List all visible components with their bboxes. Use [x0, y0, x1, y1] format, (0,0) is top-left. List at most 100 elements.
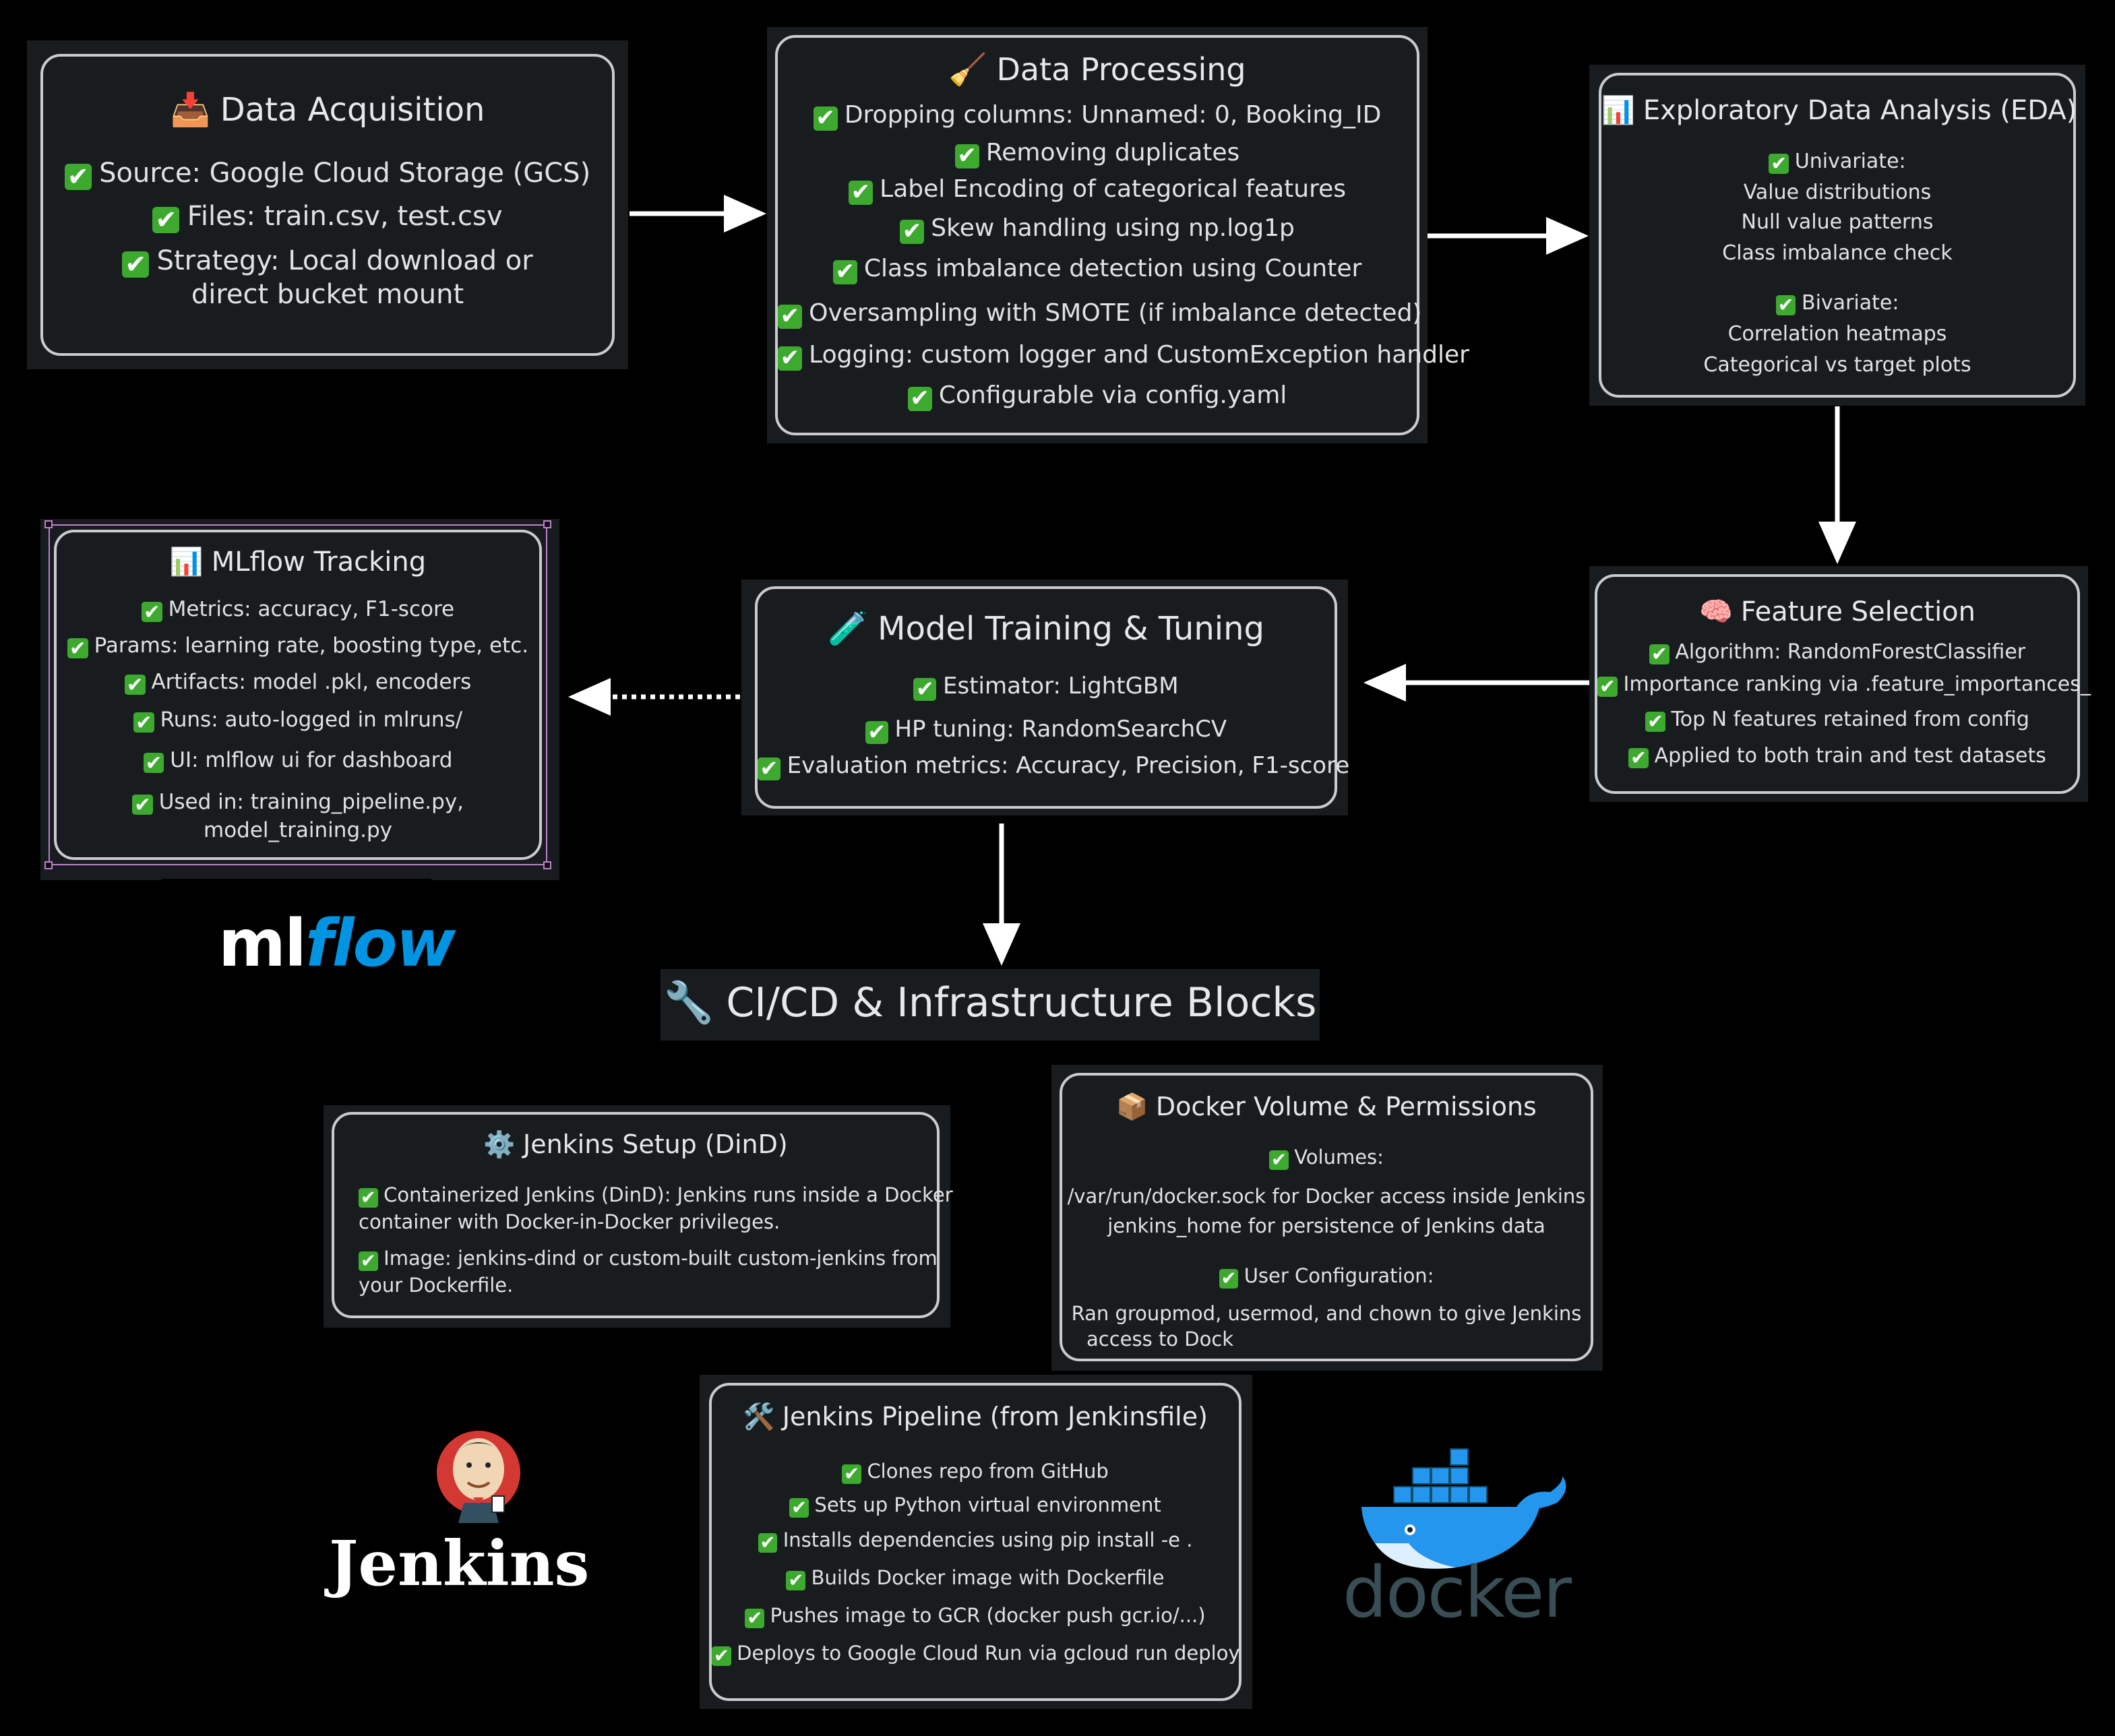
docker-logo-text: docker: [1343, 1551, 1572, 1634]
check-icon: [778, 346, 802, 371]
resize-handle[interactable]: [44, 520, 53, 528]
list-item: Artifacts: model .pkl, encoders: [57, 670, 539, 695]
check-icon: [143, 752, 164, 774]
list-item: Algorithm: RandomForestClassifier: [1597, 640, 2077, 665]
list-item: UI: mlflow ui for dashboard: [57, 748, 539, 774]
model-training-node: 🧪Model Training & Tuning Estimator: Ligh…: [741, 580, 1349, 815]
broom-icon: 🧹: [948, 51, 987, 88]
list-item: Evaluation metrics: Accuracy, Precision,…: [758, 752, 1349, 780]
check-icon: [1269, 1150, 1289, 1171]
jenkins-setup-title: Jenkins Setup (DinD): [523, 1129, 788, 1159]
list-subitem: Class imbalance check: [1722, 241, 1953, 265]
list-item: Files: train.csv, test.csv: [43, 201, 612, 234]
check-icon: [842, 1464, 862, 1485]
list-item: Deploys to Google Cloud Run via gcloud r…: [712, 1642, 1240, 1667]
jenkins-setup-node: ⚙️Jenkins Setup (DinD) Containerized Jen…: [324, 1105, 953, 1328]
check-icon: [1628, 748, 1649, 769]
docker-volume-title: Docker Volume & Permissions: [1155, 1092, 1537, 1121]
check-icon: [1775, 295, 1796, 316]
check-icon: [758, 1533, 778, 1553]
check-icon: [124, 674, 146, 695]
check-icon: [359, 1251, 378, 1272]
check-icon: [131, 794, 153, 815]
list-item-continuation: direct bucket mount: [191, 279, 464, 310]
list-item: Skew handling using np.log1p: [778, 214, 1417, 244]
list-item: Clones repo from GitHub: [712, 1460, 1239, 1485]
check-icon: [778, 305, 802, 329]
docker-logo: docker: [1341, 1442, 1584, 1644]
list-item: Strategy: Local download or: [43, 245, 612, 278]
list-item: Label Encoding of categorical features: [778, 175, 1417, 205]
check-icon: [1649, 644, 1669, 665]
check-icon: [786, 1571, 806, 1591]
selection-outline: [49, 524, 547, 865]
check-icon: [122, 251, 150, 278]
list-item: Class imbalance detection using Counter: [778, 255, 1417, 284]
list-item: Volumes:: [1062, 1146, 1591, 1171]
check-icon: [67, 638, 88, 659]
resize-handle[interactable]: [44, 861, 53, 869]
docker-whale-icon: [1361, 1448, 1566, 1569]
check-icon: [359, 1188, 378, 1208]
list-item: Image: jenkins-dind or custom-built cust…: [359, 1247, 938, 1272]
data-processing-title: Data Processing: [996, 51, 1246, 88]
brain-icon: 🧠: [1698, 596, 1733, 627]
list-item: Used in: training_pipeline.py,: [57, 790, 539, 815]
check-icon: [712, 1646, 731, 1667]
package-icon: 📦: [1116, 1092, 1148, 1121]
list-item: Installs dependencies using pip install …: [712, 1528, 1239, 1553]
data-acquisition-node: 📥Data Acquisition Source: Google Cloud S…: [27, 40, 628, 369]
list-item: Removing duplicates: [778, 139, 1417, 168]
list-item-continuation: container with Docker-in-Docker privileg…: [359, 1210, 780, 1233]
check-icon: [813, 106, 838, 131]
resize-handle[interactable]: [543, 520, 551, 528]
list-subitem: access to Dock: [1086, 1328, 1234, 1351]
docker-volume-node: 📦Docker Volume & Permissions Volumes: /v…: [1051, 1065, 1603, 1371]
bar-chart-icon: 📊: [1601, 95, 1635, 126]
check-icon: [1219, 1269, 1239, 1289]
inbox-tray-icon: 📥: [170, 91, 211, 129]
list-subitem: Correlation heatmaps: [1727, 322, 1947, 346]
eda-title: Exploratory Data Analysis (EDA): [1643, 95, 2077, 126]
feature-selection-title: Feature Selection: [1740, 596, 1975, 627]
bar-chart-icon: 📊: [169, 547, 204, 578]
list-item: Oversampling with SMOTE (if imbalance de…: [778, 299, 1421, 329]
list-item: Dropping columns: Unnamed: 0, Booking_ID: [778, 101, 1417, 131]
list-item: Pushes image to GCR (docker push gcr.io/…: [712, 1604, 1239, 1629]
jenkins-mascot-icon: [437, 1431, 520, 1523]
check-icon: [913, 677, 937, 701]
check-icon: [789, 1498, 809, 1518]
list-item: Applied to both train and test datasets: [1597, 744, 2077, 769]
list-subitem: Ran groupmod, usermod, and chown to give…: [1071, 1302, 1582, 1325]
list-item-continuation: your Dockerfile.: [359, 1274, 514, 1297]
mlflow-logo-flow: flow: [305, 906, 456, 981]
check-icon: [907, 387, 932, 411]
list-item: Estimator: LightGBM: [758, 673, 1335, 701]
mlflow-tracking-node[interactable]: 📊MLflow Tracking Metrics: accuracy, F1-s…: [40, 519, 559, 880]
test-tube-icon: 🧪: [828, 610, 868, 648]
jenkins-logo-text: Jenkins: [329, 1527, 590, 1600]
cicd-header: 🔧CI/CD & Infrastructure Blocks: [661, 969, 1320, 1041]
list-item-continuation: model_training.py: [204, 818, 392, 842]
check-icon: [64, 163, 92, 191]
list-subitem: Null value patterns: [1741, 210, 1934, 234]
list-item: User Configuration:: [1062, 1264, 1591, 1289]
check-icon: [1645, 712, 1665, 733]
list-item: Params: learning rate, boosting type, et…: [57, 633, 539, 659]
resize-handle[interactable]: [543, 861, 551, 869]
check-icon: [1769, 154, 1789, 175]
list-item: Top N features retained from config: [1597, 708, 2077, 733]
check-icon: [758, 757, 780, 780]
list-item: HP tuning: RandomSearchCV: [758, 716, 1335, 744]
list-item: Builds Docker image with Dockerfile: [712, 1566, 1239, 1591]
hammer-wrench-icon: 🛠️: [743, 1402, 775, 1431]
check-icon: [832, 260, 857, 284]
cicd-title: CI/CD & Infrastructure Blocks: [726, 979, 1317, 1026]
check-icon: [865, 720, 888, 744]
feature-selection-node: 🧠Feature Selection Algorithm: RandomFore…: [1589, 566, 2091, 802]
eda-node: 📊Exploratory Data Analysis (EDA) Univari…: [1589, 65, 2085, 406]
list-item: Sets up Python virtual environment: [712, 1493, 1239, 1518]
check-icon: [848, 181, 873, 205]
jenkins-pipeline-node: 🛠️Jenkins Pipeline (from Jenkinsfile) Cl…: [700, 1375, 1252, 1709]
